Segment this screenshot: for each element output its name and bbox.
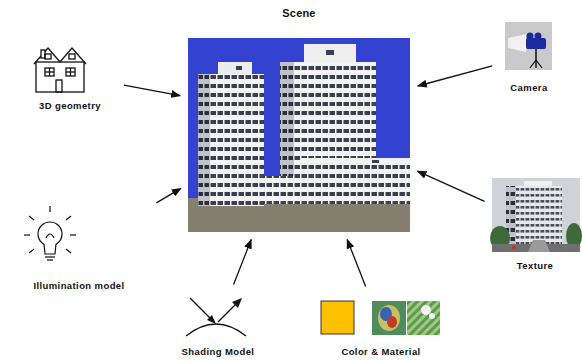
material-node: Color & Material bbox=[312, 292, 450, 358]
input-arrow bbox=[234, 240, 252, 285]
texture-photo bbox=[490, 178, 582, 252]
component-label: Illumination model bbox=[32, 280, 125, 292]
input-arrow bbox=[156, 188, 180, 203]
component-label: Shading Model bbox=[181, 346, 256, 358]
scene-render bbox=[188, 38, 410, 232]
illumination-node: Illumination model bbox=[4, 206, 154, 292]
shading-icon bbox=[186, 298, 246, 336]
camera-node: Camera bbox=[498, 18, 560, 94]
geometry-node: 3D geometry bbox=[22, 38, 118, 112]
shading-node: Shading Model bbox=[170, 290, 266, 358]
scene-node: Scene bbox=[186, 2, 412, 234]
component-label: Camera bbox=[509, 82, 548, 94]
input-arrow bbox=[124, 85, 180, 96]
scene-title: Scene bbox=[281, 2, 316, 20]
component-label: 3D geometry bbox=[38, 100, 102, 112]
material-swatches bbox=[321, 301, 440, 335]
input-arrow bbox=[418, 66, 492, 86]
camera-icon bbox=[505, 22, 552, 70]
input-arrow bbox=[418, 171, 485, 201]
bulb-icon bbox=[24, 206, 76, 260]
texture-node: Texture bbox=[490, 176, 580, 272]
component-label: Texture bbox=[516, 260, 554, 272]
component-label: Color & Material bbox=[340, 346, 421, 358]
input-arrow bbox=[347, 240, 366, 287]
house-icon bbox=[34, 48, 86, 92]
